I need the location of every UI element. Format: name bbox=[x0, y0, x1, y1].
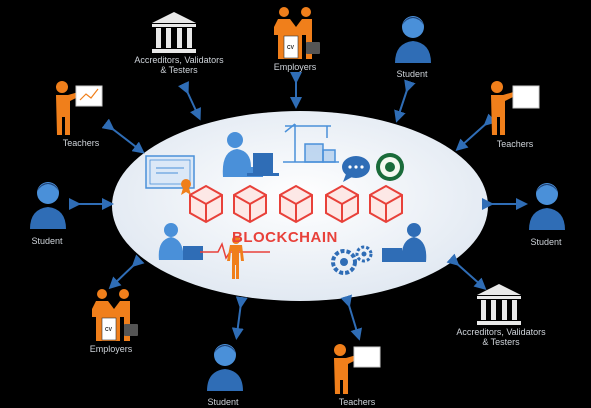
student-top-right-label: Student bbox=[396, 69, 428, 79]
student-left-label: Student bbox=[31, 236, 63, 246]
employers-bottom-label: Employers bbox=[89, 344, 133, 354]
arrow-teachers-bottom bbox=[340, 294, 363, 341]
accreditors-top-line2: & Testers bbox=[160, 65, 198, 75]
handshake-icon: CV bbox=[274, 7, 320, 59]
seal-badge-icon bbox=[376, 153, 404, 181]
arrow-student-top-right bbox=[394, 79, 416, 123]
teacher-icon bbox=[491, 81, 540, 135]
gears-icon bbox=[331, 245, 373, 275]
student-bottom-label: Student bbox=[207, 397, 239, 407]
arrow-accreditors-bottom bbox=[446, 253, 487, 290]
student-icon bbox=[207, 344, 243, 391]
teachers-left-label: Teachers bbox=[62, 138, 100, 148]
person-laptop-icon bbox=[222, 132, 279, 177]
certificate-icon bbox=[145, 155, 195, 195]
connector-arrows bbox=[69, 72, 528, 341]
person-laptop-icon bbox=[158, 223, 203, 260]
teachers-bottom-label: Teachers bbox=[338, 397, 376, 407]
cv-doc-label: CV bbox=[105, 327, 113, 333]
cube-icon bbox=[325, 184, 359, 224]
cube-icon bbox=[369, 184, 403, 224]
cube-icon bbox=[279, 184, 313, 224]
handshake-icon: CV bbox=[92, 289, 138, 341]
cube-icon bbox=[189, 184, 223, 224]
student-icon bbox=[529, 183, 565, 230]
human-body-icon bbox=[227, 236, 244, 279]
person-laptop-icon bbox=[382, 223, 427, 262]
arrow-student-bottom bbox=[231, 296, 248, 340]
accreditors-bottom-line2: & Testers bbox=[482, 337, 520, 347]
bank-icon bbox=[477, 284, 521, 325]
arrow-teachers-right bbox=[455, 113, 497, 151]
arrow-accreditors-top bbox=[178, 81, 201, 121]
crane-factory-icon bbox=[283, 123, 339, 163]
chat-bubble-icon bbox=[342, 156, 370, 182]
student-icon bbox=[395, 16, 431, 63]
accreditors-bottom-line1: Accreditors, Validators bbox=[456, 327, 546, 337]
cube-icon bbox=[233, 184, 267, 224]
employers-top-label: Employers bbox=[273, 62, 317, 72]
accreditors-top-label: Accreditors, Validators & Testers bbox=[124, 55, 234, 75]
arrow-employers-bottom bbox=[108, 254, 145, 290]
cv-doc-label: CV bbox=[287, 45, 295, 51]
teachers-right-label: Teachers bbox=[496, 139, 534, 149]
teacher-icon bbox=[334, 344, 381, 394]
accreditors-bottom-label: Accreditors, Validators & Testers bbox=[446, 327, 556, 347]
teacher-icon bbox=[56, 81, 103, 135]
accreditors-top-line1: Accreditors, Validators bbox=[134, 55, 224, 65]
bank-icon bbox=[152, 12, 196, 53]
student-icon bbox=[30, 182, 66, 229]
blockchain-cubes bbox=[189, 184, 403, 224]
arrow-teachers-left bbox=[101, 118, 145, 154]
blockchain-label: BLOCKCHAIN bbox=[232, 229, 338, 246]
student-right-label: Student bbox=[530, 237, 562, 247]
